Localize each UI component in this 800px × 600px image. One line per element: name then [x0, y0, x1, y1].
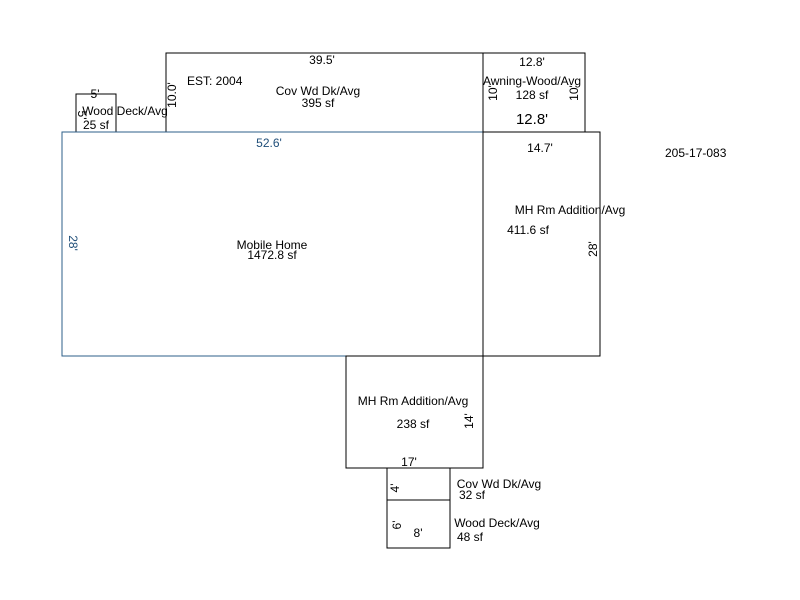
wood-deck-small-label: Wood Deck/Avg: [82, 104, 168, 118]
mh-addition-right-dim-top: 14.7': [527, 141, 553, 155]
cov-deck-top-note: EST: 2004: [187, 74, 243, 88]
mh-addition-bottom-area-value: 238 sf: [397, 417, 430, 431]
wood-deck-bottom-outline: [386, 499, 451, 549]
cov-deck-top-label: Cov Wd Dk/Avg: [276, 84, 360, 98]
cov-deck-bottom-area: 4' Cov Wd Dk/Avg 32 sf: [386, 467, 541, 502]
cov-deck-bottom-area-value: 32 sf: [459, 488, 486, 502]
awning-area: 12.8' Awning-Wood/Avg 128 sf 12.8' 10' 1…: [482, 52, 586, 133]
mh-addition-bottom-label: MH Rm Addition/Avg: [358, 394, 469, 408]
mh-addition-right-label: MH Rm Addition/Avg: [515, 203, 626, 217]
mobile-home-dim-side: 28': [66, 235, 80, 251]
cov-deck-top-area-value: 395 sf: [302, 96, 335, 110]
wood-deck-bottom-area-value: 48 sf: [457, 530, 484, 544]
awning-area-value: 128 sf: [516, 88, 549, 102]
mobile-home-area-value: 1472.8 sf: [247, 248, 297, 262]
mh-addition-right-area-value: 411.6 sf: [507, 223, 549, 237]
awning-dim-top: 12.8': [519, 55, 545, 69]
mh-addition-right-outline: [482, 131, 601, 357]
awning-dim-right: 10': [567, 85, 581, 101]
mobile-home-area: 52.6' Mobile Home 1472.8 sf 28': [61, 131, 484, 357]
wood-deck-bottom-label: Wood Deck/Avg: [454, 516, 540, 530]
wood-deck-bottom-dim-side: 6': [390, 521, 404, 530]
parcel-id: 205-17-083: [665, 146, 727, 160]
cov-deck-top-dim-side: 10.0': [165, 82, 179, 108]
mh-addition-bottom-dim-bottom: 17': [401, 455, 417, 469]
awning-dim-left: 10': [486, 85, 500, 101]
mobile-home-label: Mobile Home: [237, 238, 308, 252]
mh-addition-right-dim-side: 28': [586, 241, 600, 257]
mh-addition-bottom-area: MH Rm Addition/Avg 238 sf 14' 17': [345, 355, 484, 469]
awning-label: Awning-Wood/Avg: [483, 74, 581, 88]
cov-deck-top-area: 39.5' EST: 2004 Cov Wd Dk/Avg 395 sf 10.…: [165, 52, 484, 133]
mh-addition-bottom-outline: [345, 355, 484, 469]
wood-deck-bottom-area: 6' 8' Wood Deck/Avg 48 sf: [386, 499, 540, 549]
mobile-home-dim-top: 52.6': [256, 136, 282, 150]
wood-deck-small-area: 5' Wood Deck/Avg 25 sf 5': [75, 87, 168, 133]
wood-deck-small-dim-top: 5': [91, 87, 100, 101]
cov-deck-top-dim-top: 39.5': [309, 53, 335, 67]
wood-deck-bottom-dim-bottom: 8': [414, 526, 423, 540]
wood-deck-small-dim-side: 5': [75, 111, 89, 120]
cov-deck-bottom-dim-side: 4': [388, 484, 402, 493]
mh-addition-right-area: 14.7' MH Rm Addition/Avg 411.6 sf 28': [482, 131, 626, 357]
wood-deck-small-area-value: 25 sf: [83, 118, 110, 132]
cov-deck-bottom-label: Cov Wd Dk/Avg: [457, 477, 541, 491]
mh-addition-bottom-dim-side: 14': [462, 413, 476, 429]
awning-dim-bottom: 12.8': [516, 111, 548, 128]
